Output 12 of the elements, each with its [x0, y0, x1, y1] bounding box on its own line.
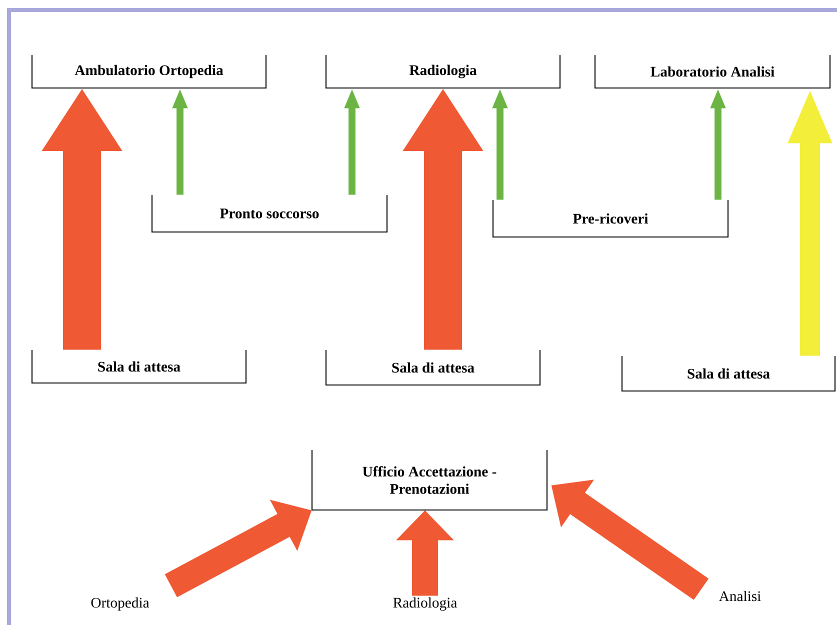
bracket-box: Sala di attesa [621, 356, 836, 392]
bracket-box: Ambulatorio Ortopedia [31, 55, 267, 89]
caption-text: Ortopedia [91, 597, 150, 611]
bracket-box: Radiologia [325, 55, 561, 89]
bracket-box: Pronto soccorso [151, 195, 388, 233]
bracket-box: Ufficio Accettazione - Prenotazioni [311, 450, 548, 511]
bracket-box: Pre-ricoveri [492, 200, 729, 238]
bracket-box: Sala di attesa [325, 350, 541, 386]
caption-text: Radiologia [393, 597, 457, 611]
caption-text: Analisi [718, 590, 761, 602]
bracket-box: Laboratorio Analisi [594, 55, 831, 89]
bracket-box: Sala di attesa [31, 350, 247, 384]
